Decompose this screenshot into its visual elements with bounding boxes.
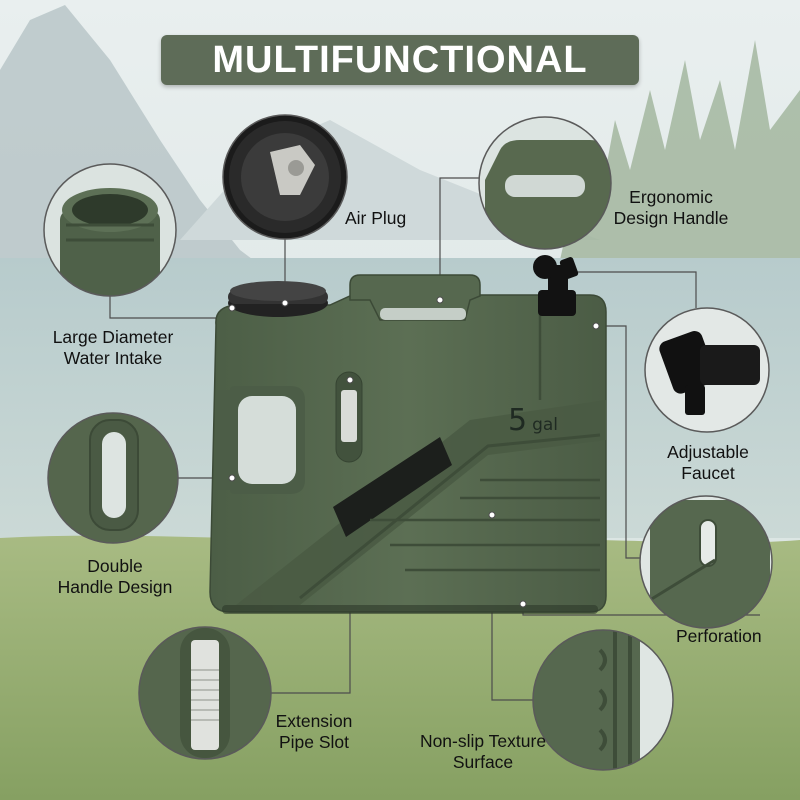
label-adjustable-faucet-line1: Adjustable <box>667 442 749 462</box>
detail-perforation-ring <box>639 495 773 629</box>
capacity-number: 5 <box>508 403 528 438</box>
detail-double-handle-ring <box>47 412 179 544</box>
detail-ergonomic-handle <box>479 117 611 249</box>
label-extension-pipe-line2: Pipe Slot <box>278 732 350 752</box>
label-double-handle: Double Handle Design <box>50 556 180 598</box>
label-panel <box>333 437 452 537</box>
label-adjustable-faucet-line2: Faucet <box>681 463 735 483</box>
detail-adjustable-faucet-ring <box>644 307 770 433</box>
detail-ergonomic-handle-ring <box>478 116 612 250</box>
label-air-plug-line1: Air Plug <box>345 208 407 228</box>
label-nonslip-texture: Non-slip Texture Surface <box>408 731 558 773</box>
detail-extension-pipe <box>139 627 271 759</box>
label-nonslip-texture-line2: Surface <box>452 752 514 772</box>
detail-air-plug <box>223 115 347 239</box>
grip-ribs <box>370 300 600 572</box>
tree-line <box>560 40 800 270</box>
top-handle-slot <box>380 308 466 320</box>
label-nonslip-texture-line1: Non-slip Texture <box>419 731 547 751</box>
diagonal-rib <box>299 433 601 600</box>
capacity-unit: gal <box>532 415 559 435</box>
label-large-diameter: Large Diameter Water Intake <box>38 327 188 369</box>
marker-dots <box>228 296 600 608</box>
label-ergonomic-handle-line2: Design Handle <box>613 208 729 228</box>
label-perforation: Perforation <box>676 626 762 647</box>
diagonal-panel <box>236 400 606 605</box>
detail-large-diameter <box>44 164 176 296</box>
label-ergonomic-handle: Ergonomic Design Handle <box>606 187 736 229</box>
detail-double-handle <box>48 413 178 543</box>
label-perforation-line1: Perforation <box>676 626 762 646</box>
label-double-handle-line1: Double <box>87 556 143 576</box>
faucet <box>533 255 579 316</box>
title-banner: MULTIFUNCTIONAL <box>161 35 639 85</box>
label-extension-pipe: Extension Pipe Slot <box>266 711 362 753</box>
label-air-plug: Air Plug <box>345 208 406 229</box>
detail-adjustable-faucet <box>645 308 769 432</box>
detail-large-diameter-ring <box>43 163 177 297</box>
detail-nonslip-texture-ring <box>532 629 674 771</box>
label-large-diameter-line1: Large Diameter <box>52 327 174 347</box>
label-extension-pipe-line1: Extension <box>275 711 353 731</box>
tank-base-shadow <box>222 605 598 614</box>
title-text: MULTIFUNCTIONAL <box>212 38 588 81</box>
label-large-diameter-line2: Water Intake <box>63 348 163 368</box>
detail-extension-pipe-ring <box>138 626 272 760</box>
water-tank <box>209 255 607 614</box>
extension-pipe <box>341 390 357 442</box>
side-handle-hole <box>238 396 296 484</box>
label-adjustable-faucet: Adjustable Faucet <box>652 442 764 484</box>
label-ergonomic-handle-line1: Ergonomic <box>629 187 713 207</box>
detail-air-plug-ring <box>222 114 348 240</box>
label-double-handle-line2: Handle Design <box>57 577 173 597</box>
intake-cap-top <box>230 281 326 301</box>
detail-perforation <box>640 496 772 628</box>
